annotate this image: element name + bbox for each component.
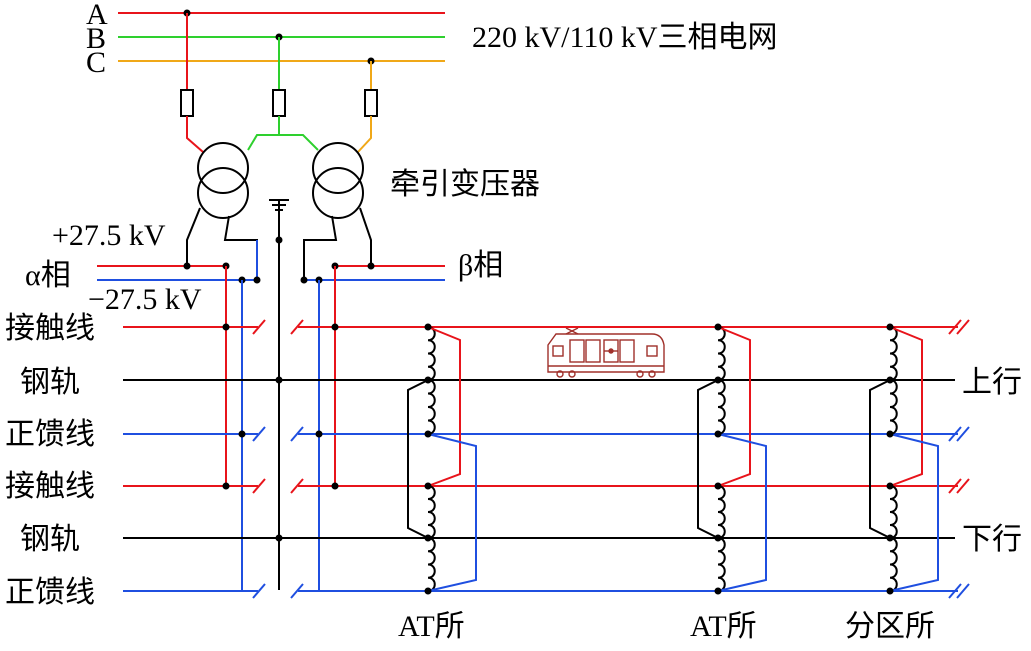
alpha-phase-label: α相	[25, 259, 71, 292]
feeder-line-down	[123, 583, 970, 599]
fuse-icon	[180, 89, 194, 117]
autotransformer-icon	[407, 323, 477, 595]
label-up-direction: 上行	[962, 366, 1022, 399]
at-stations	[407, 323, 939, 595]
alpha-beta-bus	[97, 262, 445, 284]
fuse-icon	[364, 89, 378, 117]
minus-voltage-label: −27.5 kV	[88, 283, 202, 316]
feed-verticals	[225, 266, 336, 591]
label-rail-down: 钢轨	[20, 523, 80, 556]
label-contact-down: 接触线	[5, 470, 95, 503]
phase-b-label: B	[86, 22, 106, 55]
contact-line-up	[123, 319, 970, 335]
transformer-secondaries	[186, 207, 372, 590]
station-label-3: 分区所	[845, 610, 935, 643]
three-phase-grid: A B C 220 kV/110 kV三相电网	[86, 0, 778, 79]
fuse-icon	[272, 89, 286, 117]
ground-icon	[269, 199, 289, 211]
beta-phase-label: β相	[458, 249, 503, 282]
phase-a-label: A	[86, 0, 108, 31]
contact-line-down	[123, 478, 970, 494]
train-icon	[547, 327, 665, 378]
phase-c-label: C	[86, 46, 106, 79]
label-down-direction: 下行	[962, 523, 1022, 556]
label-contact-up: 接触线	[5, 312, 95, 345]
fuse-drops	[180, 13, 378, 153]
autotransformer-icon	[869, 323, 939, 595]
grid-title: 220 kV/110 kV三相电网	[472, 21, 778, 54]
transformer-icon	[197, 142, 364, 219]
feeder-line-up	[123, 426, 970, 442]
station-label-1: AT所	[398, 610, 465, 643]
station-label-2: AT所	[690, 610, 757, 643]
transformer-label: 牵引变压器	[390, 168, 540, 201]
label-rail-up: 钢轨	[20, 366, 80, 399]
plus-voltage-label: +27.5 kV	[52, 219, 166, 252]
label-feeder-down: 正馈线	[5, 576, 95, 609]
label-feeder-up: 正馈线	[5, 418, 95, 451]
autotransformer-icon	[697, 323, 767, 595]
